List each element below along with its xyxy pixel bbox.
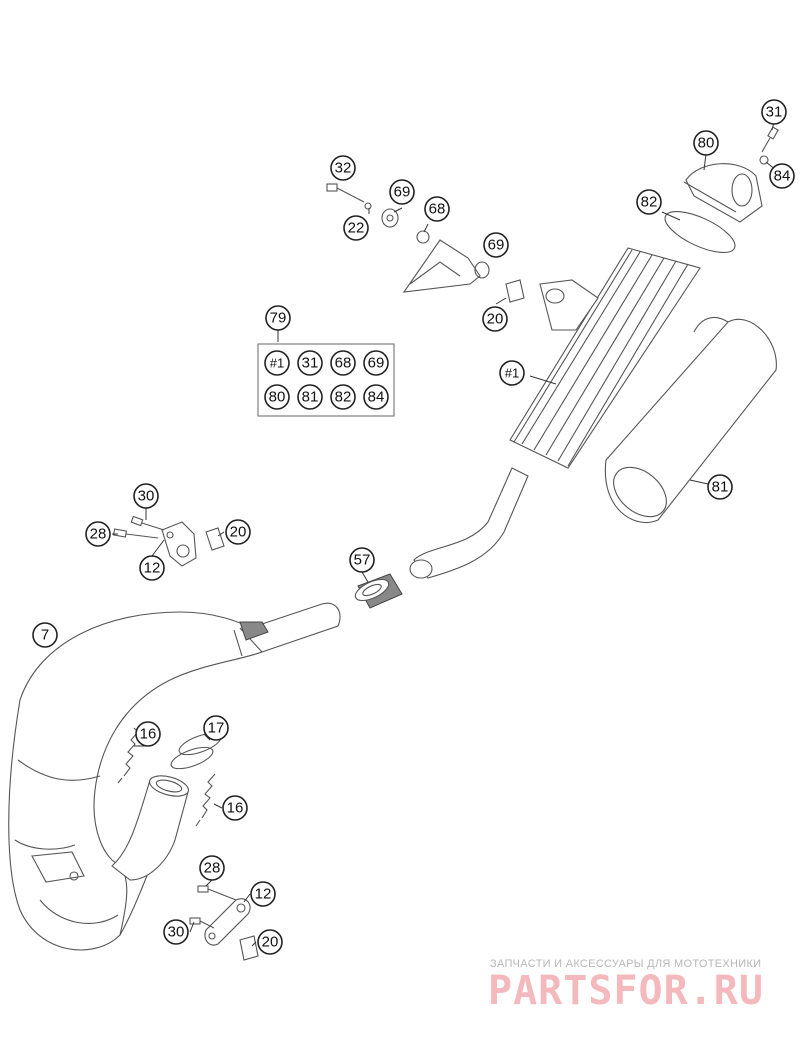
callout-17[interactable]: 17 xyxy=(203,715,229,741)
rubber-washer-69-upper[interactable] xyxy=(381,208,399,228)
svg-text:69: 69 xyxy=(488,237,505,254)
spring-16-lower[interactable] xyxy=(195,773,216,827)
callout-69-lower[interactable]: 69 xyxy=(483,232,509,258)
kit-item-81[interactable]: 81 xyxy=(297,384,323,410)
callout-12-lower[interactable]: 12 xyxy=(250,881,276,907)
svg-text:7: 7 xyxy=(41,627,49,644)
callout-20-lower[interactable]: 20 xyxy=(257,929,283,955)
kit-79-box xyxy=(257,343,395,417)
callout-80[interactable]: 80 xyxy=(693,130,719,156)
svg-text:68: 68 xyxy=(429,201,446,218)
screw-31[interactable] xyxy=(761,126,779,153)
svg-text:69: 69 xyxy=(368,355,385,372)
callout-31[interactable]: 31 xyxy=(761,99,787,125)
svg-text:30: 30 xyxy=(138,488,155,505)
svg-text:12: 12 xyxy=(255,886,272,903)
callout-69-upper[interactable]: 69 xyxy=(389,179,415,205)
callout-1-silencer[interactable]: #1 xyxy=(499,360,525,386)
svg-text:17: 17 xyxy=(208,720,225,737)
svg-text:22: 22 xyxy=(348,220,365,237)
svg-text:30: 30 xyxy=(168,924,185,941)
callout-12-upper[interactable]: 12 xyxy=(139,555,165,581)
washer-69-lower[interactable] xyxy=(474,261,490,279)
watermark-logo: PARTSFOR.RU xyxy=(488,968,764,1014)
svg-text:82: 82 xyxy=(641,194,658,211)
callout-30-lower[interactable]: 30 xyxy=(163,919,189,945)
svg-text:82: 82 xyxy=(335,389,352,406)
nut-20-silencer[interactable] xyxy=(505,279,525,303)
svg-text:16: 16 xyxy=(227,800,244,817)
callout-16-upper[interactable]: 16 xyxy=(135,721,161,747)
svg-text:69: 69 xyxy=(394,184,411,201)
silencer-bracket-68[interactable] xyxy=(402,230,481,293)
callout-32[interactable]: 32 xyxy=(330,155,356,181)
svg-text:80: 80 xyxy=(269,389,286,406)
callout-16-lower[interactable]: 16 xyxy=(222,795,248,821)
callout-20-upper[interactable]: 20 xyxy=(225,519,251,545)
bolt-32[interactable] xyxy=(326,183,365,203)
washer-22[interactable] xyxy=(364,202,372,210)
kit-item-31[interactable]: 31 xyxy=(297,350,323,376)
callout-57[interactable]: 57 xyxy=(349,547,375,573)
svg-text:20: 20 xyxy=(230,524,247,541)
svg-text:57: 57 xyxy=(354,552,371,569)
connecting-sleeve-57[interactable] xyxy=(352,573,403,609)
end-cap-80[interactable] xyxy=(683,163,763,223)
callout-84[interactable]: 84 xyxy=(769,163,795,189)
callout-68[interactable]: 68 xyxy=(424,196,450,222)
callout-7[interactable]: 7 xyxy=(32,622,58,648)
svg-text:81: 81 xyxy=(302,389,319,406)
spring-16-upper[interactable] xyxy=(117,727,139,784)
header-pipe[interactable] xyxy=(111,772,191,881)
svg-text:20: 20 xyxy=(487,311,504,328)
kit-item-1[interactable]: #1 xyxy=(264,350,290,376)
svg-text:16: 16 xyxy=(140,726,157,743)
silencer-packing-81[interactable] xyxy=(604,317,777,526)
callout-22[interactable]: 22 xyxy=(343,215,369,241)
kit-item-80[interactable]: 80 xyxy=(264,384,290,410)
svg-text:80: 80 xyxy=(698,135,715,152)
callout-20-silencer[interactable]: 20 xyxy=(482,306,508,332)
washer-84[interactable] xyxy=(759,155,769,165)
svg-text:#1: #1 xyxy=(505,366,519,381)
expansion-chamber[interactable] xyxy=(8,602,341,951)
svg-text:79: 79 xyxy=(270,310,287,327)
kit-item-84[interactable]: 84 xyxy=(363,384,389,410)
svg-text:31: 31 xyxy=(766,104,783,121)
callout-30-upper[interactable]: 30 xyxy=(133,483,159,509)
svg-text:28: 28 xyxy=(204,860,221,877)
kit-item-82[interactable]: 82 xyxy=(330,384,356,410)
svg-text:12: 12 xyxy=(144,560,161,577)
svg-text:31: 31 xyxy=(302,355,319,372)
gasket-82[interactable] xyxy=(660,203,741,260)
callout-82[interactable]: 82 xyxy=(636,189,662,215)
silencer-assembly[interactable] xyxy=(409,247,701,579)
callout-79[interactable]: 79 xyxy=(265,305,291,331)
svg-text:32: 32 xyxy=(335,160,352,177)
callout-28-lower[interactable]: 28 xyxy=(199,855,225,881)
svg-text:28: 28 xyxy=(90,526,107,543)
svg-text:81: 81 xyxy=(712,479,729,496)
lower-mount-bracket[interactable] xyxy=(189,885,259,961)
svg-text:84: 84 xyxy=(368,389,385,406)
kit-item-69[interactable]: 69 xyxy=(363,350,389,376)
upper-mount-bracket[interactable] xyxy=(112,515,225,567)
svg-text:20: 20 xyxy=(262,934,279,951)
svg-text:#1: #1 xyxy=(270,356,284,371)
callout-28-upper[interactable]: 28 xyxy=(85,521,111,547)
svg-text:68: 68 xyxy=(335,355,352,372)
svg-text:84: 84 xyxy=(774,168,791,185)
callout-81[interactable]: 81 xyxy=(707,474,733,500)
kit-item-68[interactable]: 68 xyxy=(330,350,356,376)
watermark-subtitle: ЗАПЧАСТИ И АКСЕССУАРЫ ДЛЯ МОТОТЕХНИКИ xyxy=(490,958,762,970)
